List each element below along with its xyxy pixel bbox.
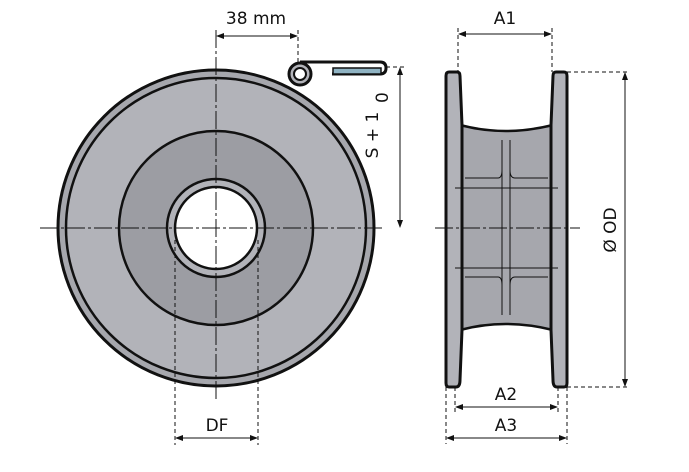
pitch-label: 38 mm xyxy=(226,9,286,29)
a1-label: A1 xyxy=(494,9,516,29)
spool-front-view xyxy=(40,30,385,445)
slot-tolerance: 0 xyxy=(373,92,393,103)
a3-label: A3 xyxy=(495,416,517,436)
spool-side-view xyxy=(435,70,580,389)
slot-label: S + 1 xyxy=(363,112,383,159)
a2-label: A2 xyxy=(495,385,517,405)
right-flange xyxy=(549,70,569,389)
df-label: DF xyxy=(206,416,229,436)
od-label: Ø OD xyxy=(601,207,621,252)
spool-clip xyxy=(287,60,388,87)
left-flange xyxy=(444,70,464,389)
